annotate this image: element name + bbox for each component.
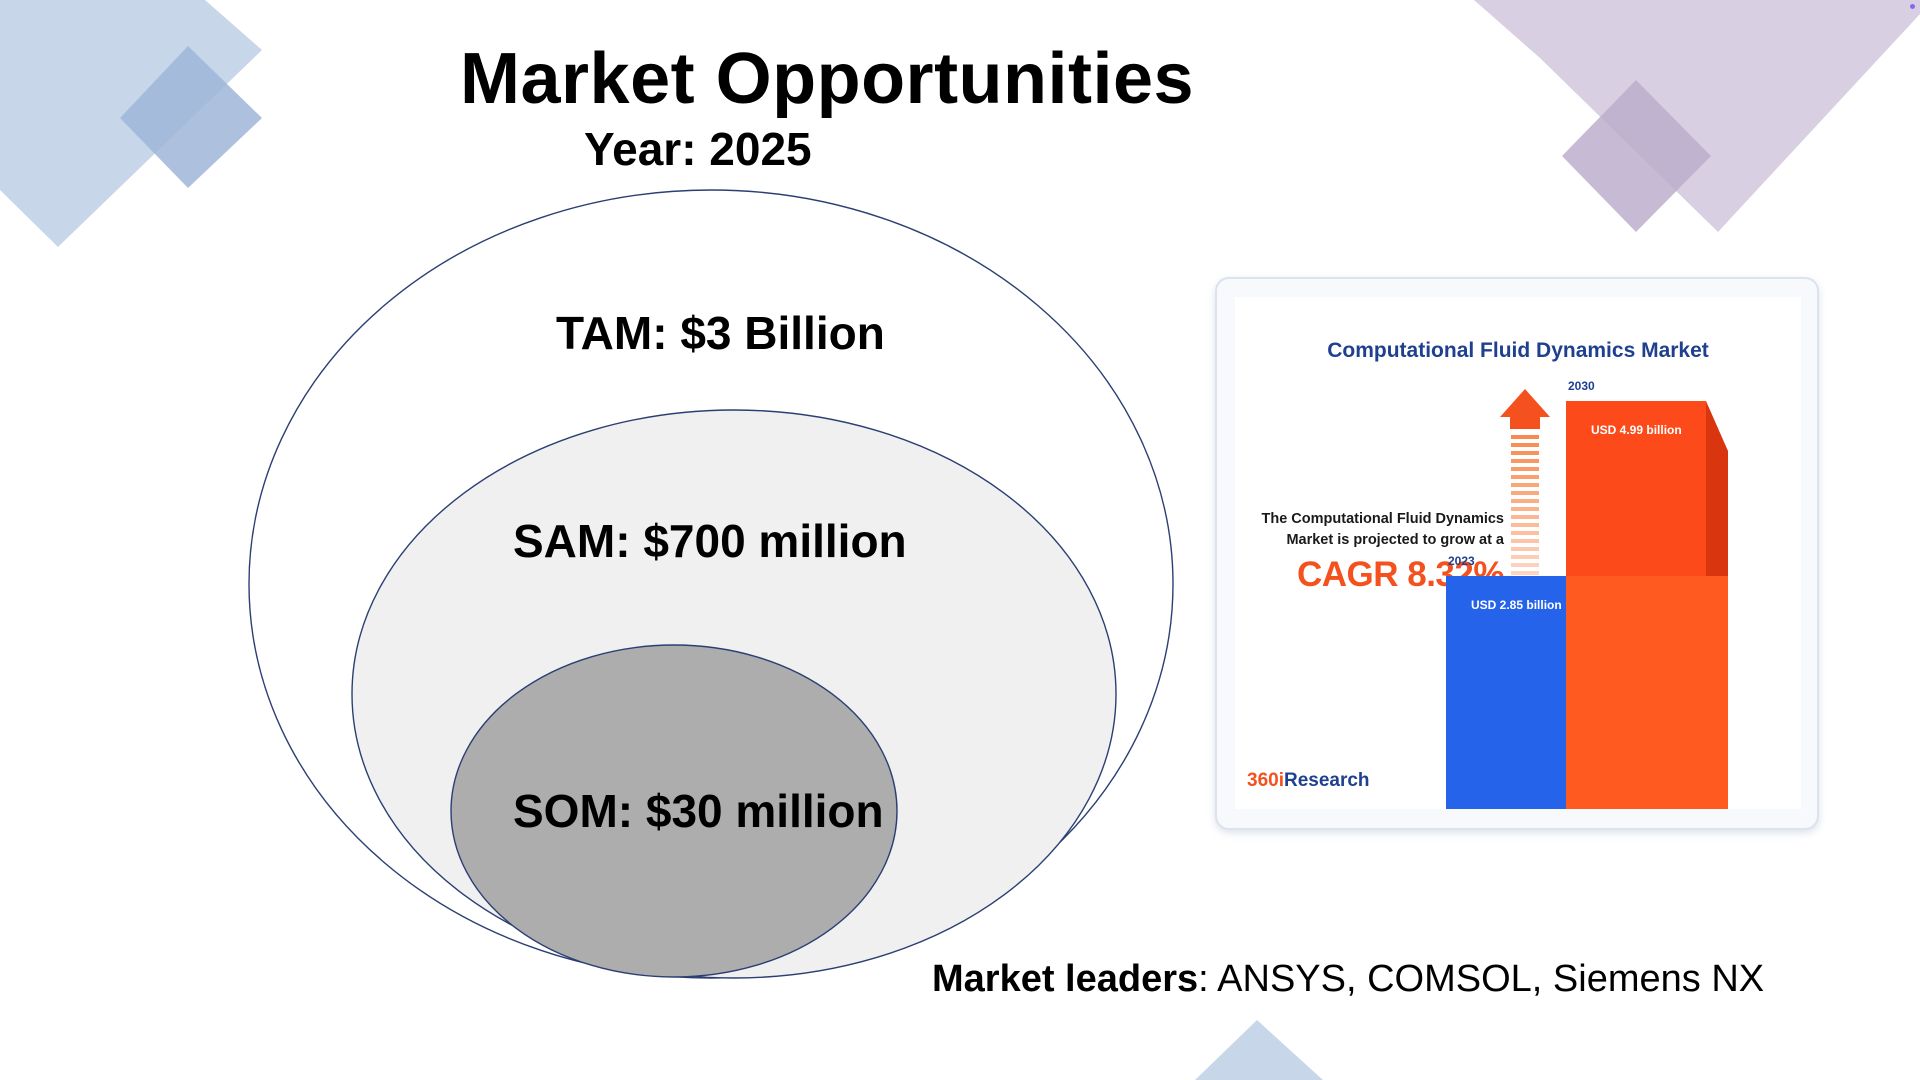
bar-value-label: USD 2.85 billion [1471,597,1562,612]
market-leaders-value: : ANSYS, COMSOL, Siemens NX [1198,958,1765,1000]
market-leaders: Market leaders: ANSYS, COMSOL, Siemens N… [932,958,1764,1001]
decor-dot [1910,4,1915,9]
decor-top-left-diamonds [0,0,262,247]
brand-part1: 360i [1247,770,1284,791]
brand-logo: 360iResearch [1247,770,1370,792]
cfd-description-line2: Market is projected to grow at a [1286,532,1504,548]
bar-overlap-shade [1566,575,1728,809]
decor-top-right-diamonds [1474,0,1920,232]
tam-label: TAM: $3 Billion [556,307,885,359]
bar-year-label: 2030 [1568,379,1595,393]
cfd-title: Computational Fluid Dynamics Market [1327,339,1709,362]
bar-value-label: USD 4.99 billion [1591,423,1682,437]
cfd-infographic: Computational Fluid Dynamics Market The … [1235,297,1801,809]
sam-ellipse [351,409,1117,979]
bar-year-label: 2023 [1448,553,1475,568]
decor-bottom-diamond [1195,1020,1323,1080]
sam-label: SAM: $700 million [513,515,907,567]
cfd-description-line1: The Computational Fluid Dynamics [1261,511,1505,527]
market-leaders-label: Market leaders [932,958,1199,1000]
cfd-infographic-card: Computational Fluid Dynamics Market The … [1215,277,1819,830]
year-subtitle: Year: 2025 [584,123,812,175]
bar-2023 [1446,575,1586,809]
cfd-description: The Computational Fluid Dynamics Market … [1262,509,1505,551]
brand-part2: Research [1283,770,1370,791]
som-label: SOM: $30 million [513,785,884,837]
cfd-bar-chart [1446,389,1728,809]
page-title: Market Opportunities [460,39,1195,119]
